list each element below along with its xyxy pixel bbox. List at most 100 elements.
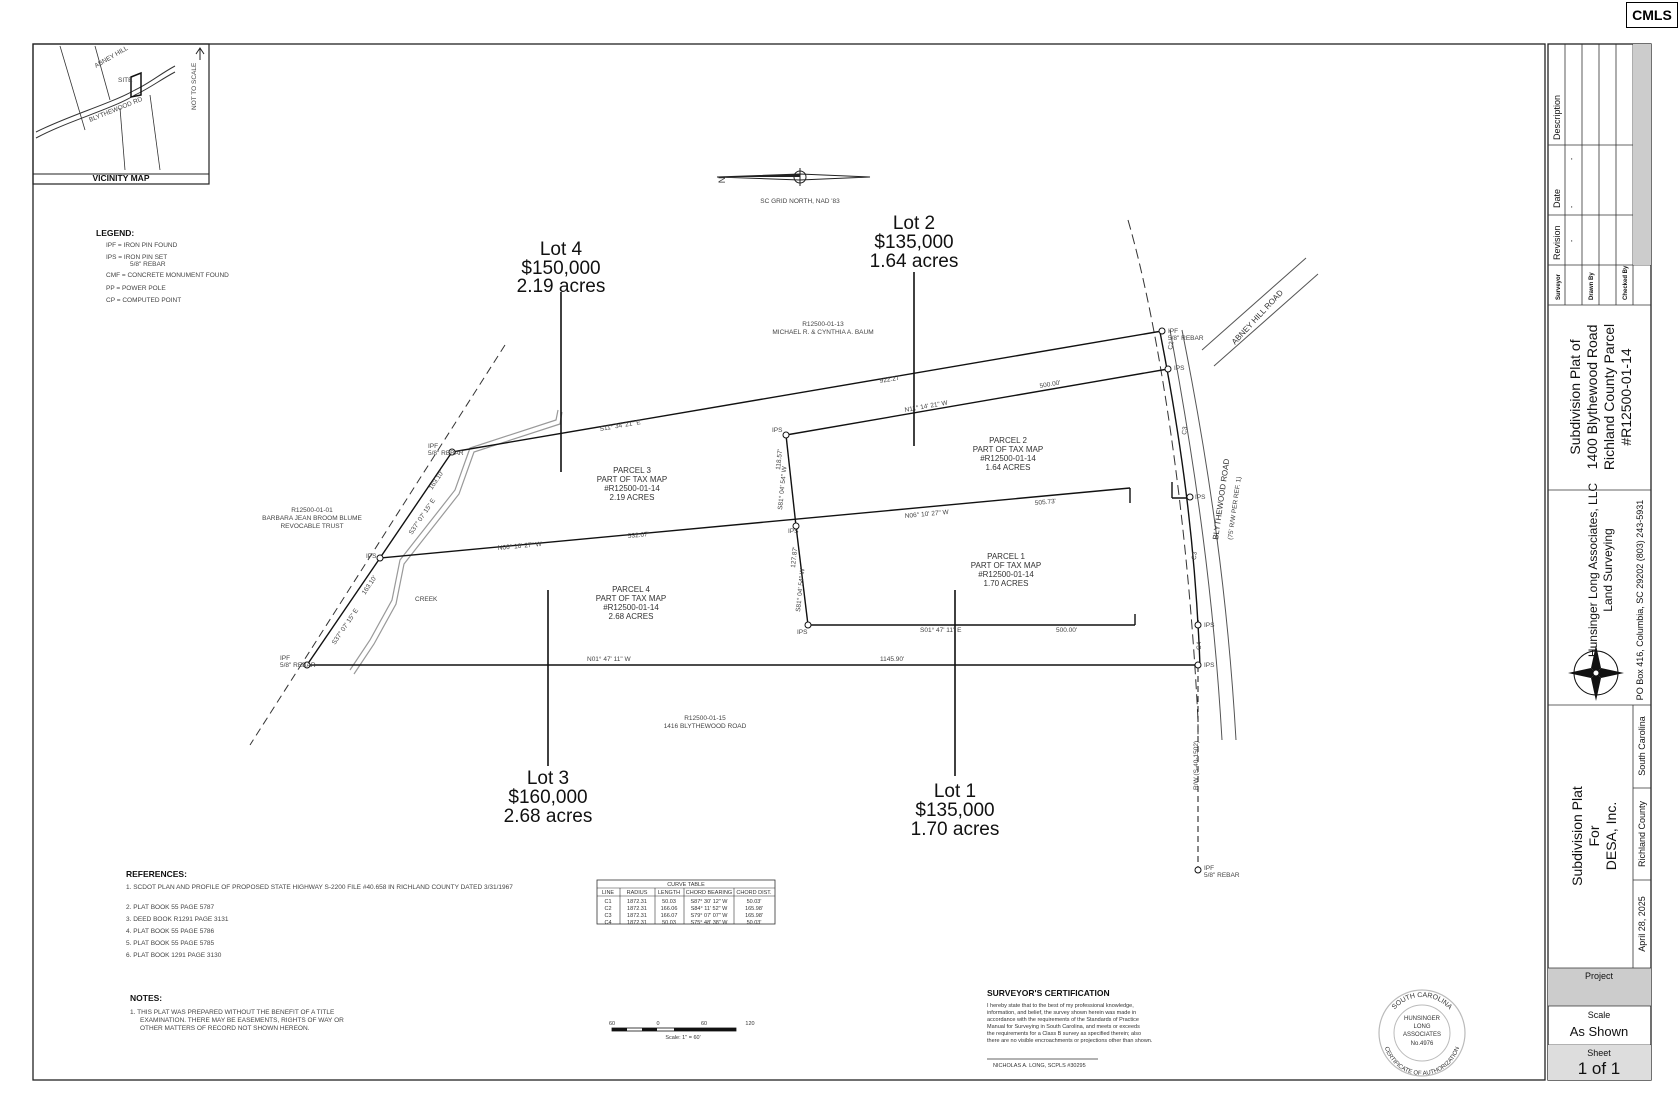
svg-text:IPF: IPF <box>428 443 438 450</box>
svg-text:S81° 04' 54" W: S81° 04' 54" W <box>776 465 789 510</box>
curve-table-cell: C1 <box>604 899 611 905</box>
svg-text:5/8" REBAR: 5/8" REBAR <box>1204 872 1240 879</box>
svg-text:Description: Description <box>1552 95 1562 140</box>
site-marker-icon <box>130 71 142 98</box>
curve-table-cell: 1872.31 <box>627 899 647 905</box>
svg-text:5/8" REBAR: 5/8" REBAR <box>130 261 166 268</box>
svg-text:3. DEED BOOK R1291 PAGE 3131: 3. DEED BOOK R1291 PAGE 3131 <box>126 916 229 923</box>
svg-text:120: 120 <box>745 1021 754 1027</box>
svg-text:Lot 3: Lot 3 <box>527 768 569 789</box>
curve-table-cell: 166.06 <box>661 906 678 912</box>
svg-text:Lot 2: Lot 2 <box>893 213 935 234</box>
svg-text:LINE: LINE <box>602 890 615 896</box>
notes: NOTES: 1. THIS PLAT WAS PREPARED WITHOUT… <box>130 993 344 1032</box>
svg-text:S01° 47' 11" E: S01° 47' 11" E <box>920 626 962 634</box>
creek-line <box>349 409 559 671</box>
svg-text:Scale: Scale <box>1588 1010 1611 1020</box>
curve-table: CURVE TABLE LINE RADIUS LENGTH CHORD BEA… <box>596 879 776 926</box>
scale-bar: 60 0 60 120 Scale: 1" = 60' <box>609 1021 755 1041</box>
svg-text:2. PLAT BOOK 55 PAGE 5787: 2. PLAT BOOK 55 PAGE 5787 <box>126 904 215 911</box>
svg-text:BLYTHEWOOD RD: BLYTHEWOOD RD <box>88 96 144 124</box>
svg-text:Date: Date <box>1552 189 1562 208</box>
svg-text:N: N <box>717 177 727 184</box>
svg-text:#R12500-01-14: #R12500-01-14 <box>978 570 1034 579</box>
iron-pins <box>303 327 1202 874</box>
svg-text:RADIUS: RADIUS <box>627 890 648 896</box>
parcel-2-label: PARCEL 2 PART OF TAX MAP #R12500-01-14 1… <box>973 436 1043 472</box>
curve-table-cell: 1872.31 <box>627 906 647 912</box>
svg-text:163.10': 163.10' <box>361 575 379 596</box>
curve-table-cell: 50.03' <box>747 899 762 905</box>
curve-table-cell: S87° 30' 12" W <box>691 899 729 905</box>
svg-text:1 of 1: 1 of 1 <box>1578 1059 1621 1078</box>
svg-text:IPS: IPS <box>772 427 783 434</box>
lot-4-callout: Lot 4 $150,000 2.19 acres <box>517 239 605 472</box>
svg-text:0: 0 <box>656 1021 659 1027</box>
bearing-labels: S11° 34' 21" E 922.27' N11° 14' 21" W 50… <box>330 375 1077 663</box>
svg-text:SURVEYOR'S CERTIFICATION: SURVEYOR'S CERTIFICATION <box>987 988 1110 998</box>
curve-table-cell: 50.03 <box>662 920 676 926</box>
svg-text:Subdivision Plat of: Subdivision Plat of <box>1567 339 1583 454</box>
svg-text:IPS: IPS <box>1204 622 1215 629</box>
svg-text:1416 BLYTHEWOOD ROAD: 1416 BLYTHEWOOD ROAD <box>664 723 747 730</box>
svg-text:R/W (S-40-1502): R/W (S-40-1502) <box>1193 741 1200 790</box>
curve-table-cell: 1872.31 <box>627 920 647 926</box>
svg-text:NOTES:: NOTES: <box>130 993 162 1003</box>
curve-table-cell: S75° 48' 38" W <box>691 920 729 926</box>
vicinity-map-title: VICINITY MAP <box>93 173 150 183</box>
svg-text:Subdivision Plat: Subdivision Plat <box>1569 786 1585 886</box>
parcel-4-label: PARCEL 4 PART OF TAX MAP #R12500-01-14 2… <box>596 585 666 621</box>
svg-text:1.64 acres: 1.64 acres <box>870 251 959 272</box>
west-boundary-dashed <box>249 344 506 746</box>
curve-table-cell: S79° 07' 07" W <box>691 913 729 919</box>
svg-text:#R12500-01-14: #R12500-01-14 <box>603 603 659 612</box>
blythewood-road: BLYTHEWOOD ROAD (75' R/W PER REF. 1) ABN… <box>1127 219 1319 790</box>
svg-text:1. THIS PLAT WAS PREPARED WITH: 1. THIS PLAT WAS PREPARED WITHOUT THE BE… <box>130 1009 335 1016</box>
svg-text:SOUTH CAROLINA: SOUTH CAROLINA <box>1391 992 1453 1011</box>
svg-text:PART OF TAX MAP: PART OF TAX MAP <box>971 561 1041 570</box>
lot-2-callout: Lot 2 $135,000 1.64 acres <box>870 213 959 446</box>
creek-label: CREEK <box>415 596 438 603</box>
svg-text:accordance with the requiremen: accordance with the requirements of the … <box>987 1017 1139 1023</box>
svg-text:5. PLAT BOOK 55 PAGE 5785: 5. PLAT BOOK 55 PAGE 5785 <box>126 940 215 947</box>
svg-text:Land Surveying: Land Surveying <box>1601 528 1615 611</box>
svg-text:LENGTH: LENGTH <box>658 890 680 896</box>
curve-table-cell: 165.98' <box>745 906 763 912</box>
svg-text:there are no visible encroachm: there are no visible encroachments or pr… <box>987 1038 1153 1044</box>
svg-text:Sheet: Sheet <box>1587 1048 1611 1058</box>
svg-text:163.10': 163.10' <box>428 470 446 491</box>
svg-text:S81° 04' 54" W: S81° 04' 54" W <box>794 567 807 612</box>
svg-text:S11° 34' 21" E: S11° 34' 21" E <box>599 418 642 433</box>
svg-text:N06° 10' 27" W: N06° 10' 27" W <box>497 540 542 552</box>
svg-text:Checked By: Checked By <box>1623 265 1629 300</box>
svg-text:C2: C2 <box>1167 341 1175 351</box>
svg-text:R12500-01-13: R12500-01-13 <box>802 321 844 328</box>
svg-text:R12500-01-01: R12500-01-01 <box>291 507 333 514</box>
svg-text:1400 Blythewood Road: 1400 Blythewood Road <box>1584 325 1600 470</box>
svg-text:PART OF TAX MAP: PART OF TAX MAP <box>597 475 667 484</box>
svg-text:2.19 ACRES: 2.19 ACRES <box>610 493 655 502</box>
svg-text:CERTIFICATE OF AUTHORIZATION: CERTIFICATE OF AUTHORIZATION <box>1383 1046 1461 1077</box>
svg-text:C3: C3 <box>1181 426 1189 436</box>
svg-text:2.68 acres: 2.68 acres <box>504 806 593 827</box>
curve-table-cell: C4 <box>604 920 611 926</box>
cmls-watermark-logo: CMLS <box>1626 2 1678 28</box>
svg-text:(75' R/W PER REF. 1): (75' R/W PER REF. 1) <box>1227 476 1243 540</box>
svg-text:As Shown: As Shown <box>1570 1024 1629 1039</box>
svg-text:IPS: IPS <box>1174 365 1185 372</box>
svg-text:$150,000: $150,000 <box>521 258 600 279</box>
svg-text:I hereby state that to the bes: I hereby state that to the best of my pr… <box>987 1003 1134 1009</box>
svg-text:ASSOCIATES: ASSOCIATES <box>1403 1032 1441 1038</box>
svg-text:#R12500-01-14: #R12500-01-14 <box>1618 348 1634 446</box>
svg-text:500.00': 500.00' <box>1056 627 1077 634</box>
svg-text:Project: Project <box>1585 971 1614 981</box>
svg-text:5/8" REBAR: 5/8" REBAR <box>428 450 464 457</box>
svg-text:PARCEL 4: PARCEL 4 <box>612 585 650 594</box>
lot-3-callout: Lot 3 $160,000 2.68 acres <box>504 590 593 827</box>
svg-text:$135,000: $135,000 <box>915 800 994 821</box>
east-boundary-curve <box>1159 331 1201 667</box>
svg-text:-: - <box>1569 157 1576 160</box>
svg-text:IPS: IPS <box>1195 494 1206 501</box>
svg-text:#R12500-01-14: #R12500-01-14 <box>980 454 1036 463</box>
parcel-1-label: PARCEL 1 PART OF TAX MAP #R12500-01-14 1… <box>971 552 1041 588</box>
